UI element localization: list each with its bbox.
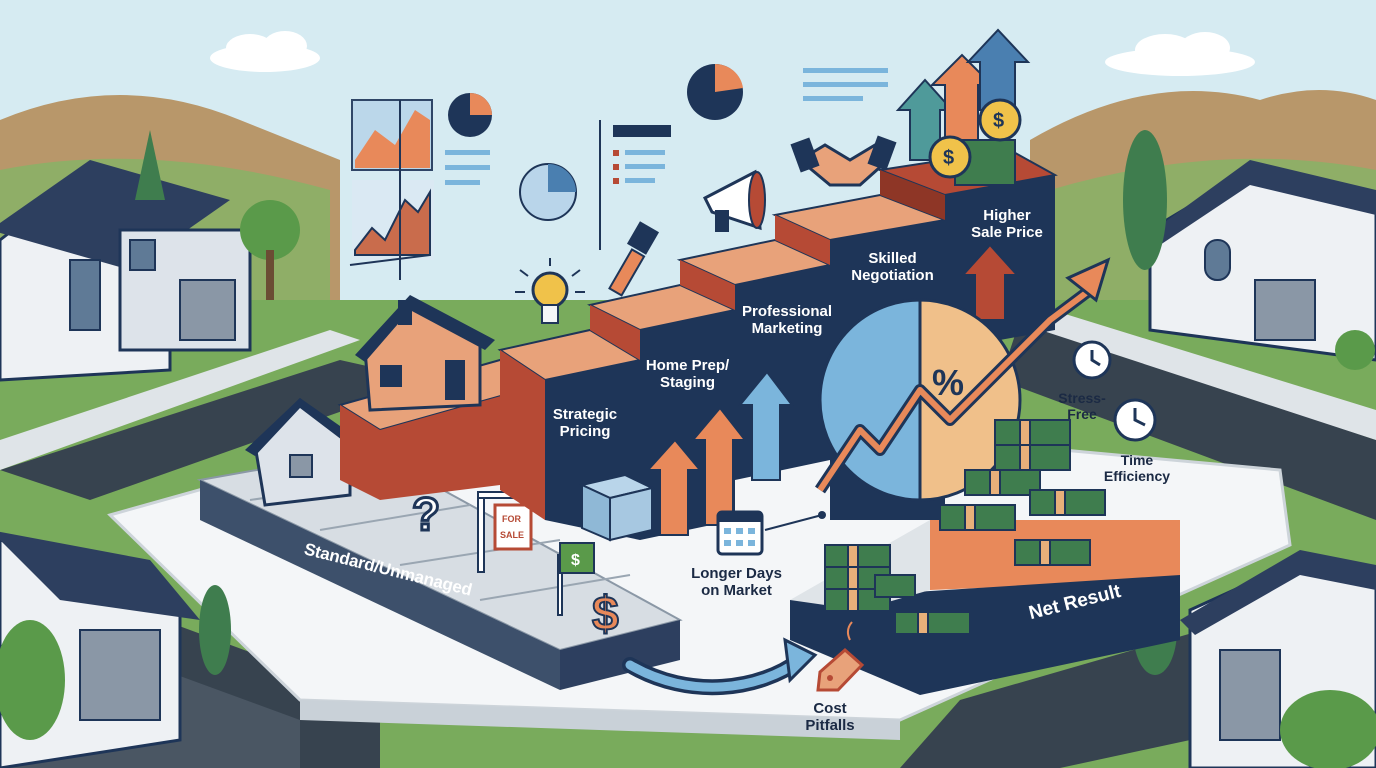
house-right-bottom: [1133, 550, 1376, 768]
label-skilled-negotiation: Skilled Negotiation: [851, 250, 934, 285]
house-icon: [355, 295, 495, 412]
label-time-efficiency: Time Efficiency: [1103, 452, 1171, 485]
house-left-top: [0, 130, 300, 382]
coin-icon: $ $: [928, 98, 1022, 186]
money-flag-icon: $: [557, 542, 595, 616]
line-chart-icon: [349, 180, 434, 266]
percent-icon: %: [932, 362, 964, 403]
label-home-prep: Home Prep/ Staging: [645, 357, 730, 392]
for-sale-sign-icon: FOR SALE: [477, 491, 533, 573]
svg-text:$: $: [943, 147, 954, 169]
paintbrush-icon: [608, 221, 660, 297]
question-mark-icon: ?: [412, 488, 440, 540]
money-stack-icon: [824, 419, 1106, 635]
growth-arrow-icon: [645, 243, 1020, 536]
bar-chart-icon: [351, 99, 433, 171]
cube-block: [578, 473, 655, 542]
svg-text:$: $: [993, 110, 1004, 132]
handshake-icon: [790, 135, 897, 187]
clock-icon: [1072, 340, 1157, 442]
svg-text:SALE: SALE: [500, 530, 524, 540]
cloud-icon: [210, 31, 1255, 76]
house-right-top: [1123, 130, 1376, 370]
dollar-sign-icon: $: [592, 588, 619, 641]
growth-line: [815, 257, 1111, 494]
pie-chart-icon: [448, 63, 743, 221]
small-house-icon: [245, 397, 360, 507]
document-list-icon: [399, 68, 888, 280]
lightbulb-icon: [515, 258, 585, 324]
svg-text:$: $: [571, 552, 580, 569]
label-stress-free: Stress- Free: [1058, 390, 1106, 423]
label-higher-sale-price: Higher Sale Price: [971, 207, 1043, 242]
label-strategic-pricing: Strategic Pricing: [552, 406, 618, 441]
calendar-icon: [716, 510, 826, 556]
price-tag-icon: [816, 621, 865, 692]
label-longer-days: Longer Days on Market: [691, 565, 782, 600]
label-cost-pitfalls: Cost Pitfalls: [805, 700, 855, 735]
label-professional-marketing: Professional Marketing: [741, 303, 833, 338]
megaphone-icon: [702, 169, 766, 232]
svg-text:FOR: FOR: [502, 514, 521, 524]
house-left-bottom: [0, 531, 231, 768]
